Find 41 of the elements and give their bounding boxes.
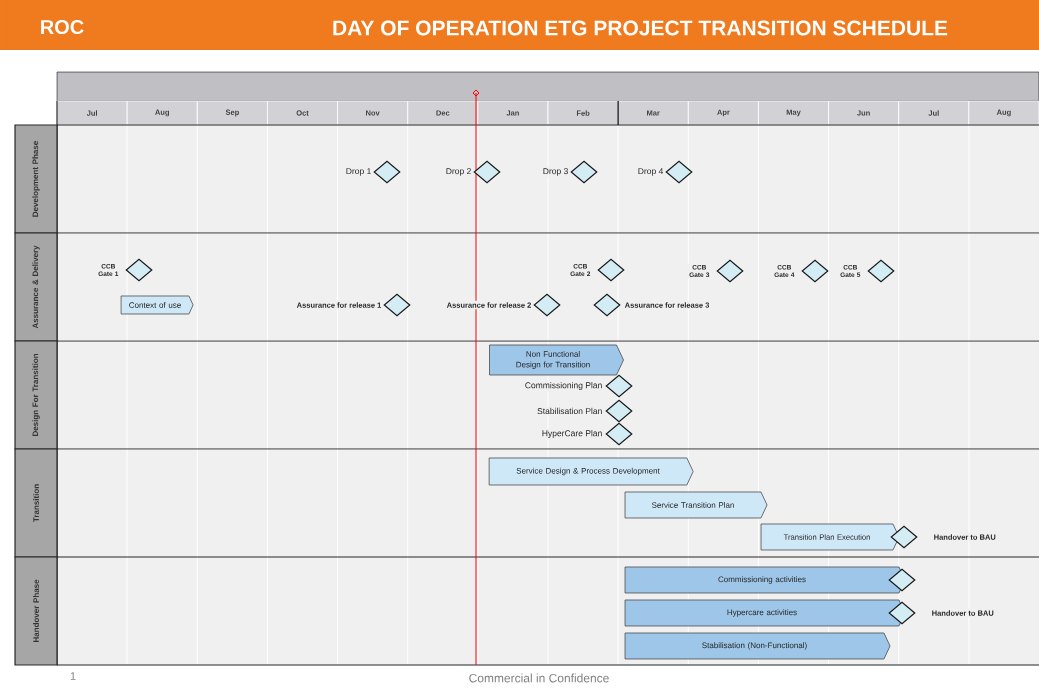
- milestone-label: Drop 2: [444, 166, 473, 178]
- header-text: ROC: [41, 19, 84, 35]
- page-number: 1: [70, 672, 76, 680]
- task-bar: Non Functional Design for Transition: [489, 344, 624, 376]
- milestone-diamond: [890, 525, 918, 549]
- milestone-diamond: [605, 399, 633, 423]
- task-bar: Hypercare activities: [624, 599, 906, 627]
- milestone-diamond: [716, 259, 744, 283]
- milestone-diamond: [665, 160, 693, 184]
- lane-header: Transition: [14, 448, 58, 558]
- task-bar: Commissioning activities: [624, 566, 906, 594]
- milestone-diamond: [383, 293, 411, 317]
- footer-text: Commercial in Confidence: [469, 673, 609, 683]
- milestone-label: Drop 4: [636, 166, 665, 178]
- lane-header: Assurance & Delivery: [14, 232, 58, 342]
- milestone-label: Drop 3: [541, 166, 570, 178]
- milestone-diamond: [605, 374, 633, 398]
- milestone-diamond: [867, 259, 895, 283]
- lane-header: Handover Phase: [14, 556, 58, 666]
- milestone-label: Commissioning Plan: [523, 380, 604, 392]
- milestone-diamond: [593, 293, 621, 317]
- title: DAY OF OPERATION ETG PROJECT TRANSITION SCHEDULE: [333, 20, 948, 36]
- task-bar: Service Transition Plan: [624, 491, 768, 519]
- milestone-diamond: [801, 259, 829, 283]
- lane-header: Development Phase: [14, 124, 58, 234]
- milestone-diamond: [125, 258, 153, 282]
- milestone-diamond: [597, 258, 625, 282]
- milestone-label: HyperCare Plan: [540, 428, 604, 440]
- milestone-label: Drop 1: [344, 166, 373, 178]
- milestone-diamond: [473, 160, 501, 184]
- task-bar: Context of use: [120, 295, 194, 315]
- milestone-diamond: [570, 160, 598, 184]
- lane-header: Design For Transition: [14, 340, 58, 450]
- milestone-diamond: [533, 293, 561, 317]
- milestone-diamond: [605, 422, 633, 446]
- milestone-diamond: [888, 601, 916, 625]
- task-bar: Service Design & Process Development: [488, 457, 694, 486]
- milestone-diamond: [373, 160, 401, 184]
- milestone-label: Stabilisation Plan: [535, 406, 604, 416]
- milestone-diamond: [888, 568, 916, 592]
- task-bar: Stabilisation (Non-Functional): [624, 632, 891, 660]
